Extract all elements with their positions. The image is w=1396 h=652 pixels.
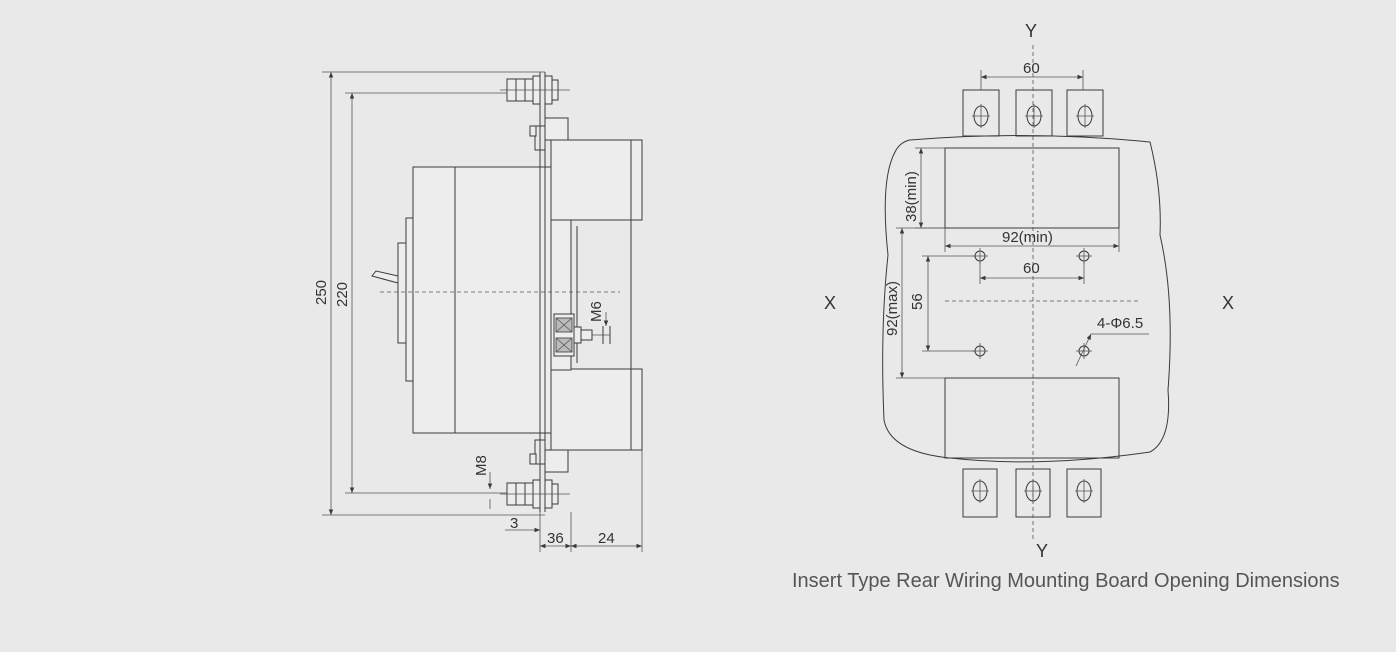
breaker-body — [412, 166, 552, 434]
dim-36-label: 36 — [547, 530, 564, 547]
dim-92min-label: 92(min) — [1002, 229, 1053, 246]
dim-38min-label: 38(min) — [903, 171, 920, 222]
dim-60-mid-label: 60 — [1023, 260, 1040, 277]
top-terminals — [962, 89, 1104, 137]
dim-m6-label: M6 — [588, 301, 605, 322]
opening-bottom — [944, 377, 1120, 459]
front-view: Y Y X X 60 38(min) 92(min) 60 92(max) 56… — [824, 21, 1234, 561]
mounting-board-outline — [882, 134, 1171, 463]
opening-top — [944, 147, 1120, 229]
dim-60-top-label: 60 — [1023, 60, 1040, 77]
dim-m8-label: M8 — [473, 455, 490, 476]
dim-hole-label: 4-Φ6.5 — [1097, 315, 1143, 332]
handle-plate — [405, 217, 414, 382]
dim-24-label: 24 — [598, 530, 615, 547]
axis-y-top-label: Y — [1025, 21, 1037, 41]
axis-y-bottom-label: Y — [1036, 541, 1048, 561]
dim-250-label: 250 — [313, 280, 330, 305]
side-view: 250 220 M6 M8 3 36 24 — [313, 71, 643, 552]
figure-caption: Insert Type Rear Wiring Mounting Board O… — [792, 570, 1340, 592]
dim-3-label: 3 — [510, 515, 518, 532]
axis-x-left-label: X — [824, 293, 836, 313]
dim-92max-label: 92(max) — [884, 281, 901, 336]
bottom-terminals — [962, 468, 1102, 518]
handle-lever — [371, 270, 399, 284]
dim-56-label: 56 — [909, 293, 926, 310]
axis-x-right-label: X — [1222, 293, 1234, 313]
dim-220-label: 220 — [334, 282, 351, 307]
